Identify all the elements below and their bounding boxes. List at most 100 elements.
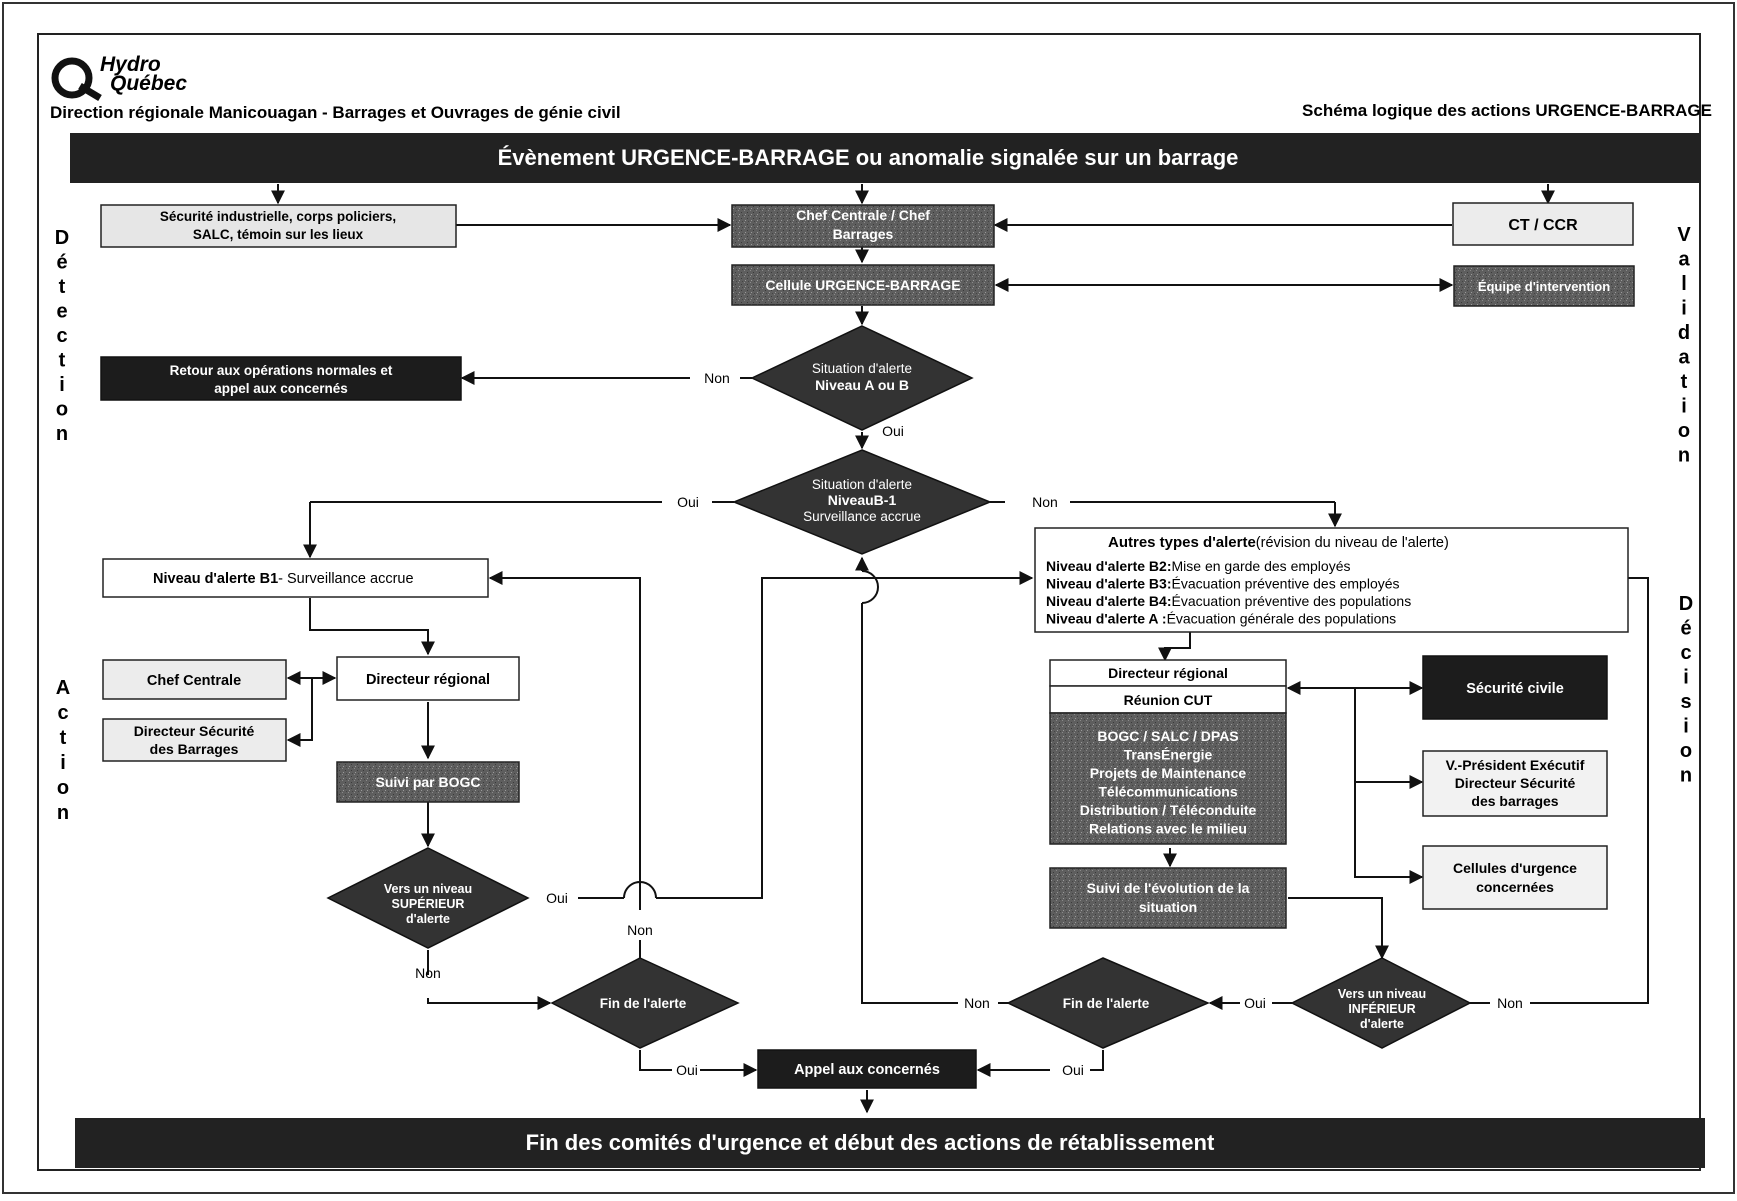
diamond-niveau-b1: Situation d'alerte NiveauB-1 Surveillanc… [732, 449, 992, 555]
svg-text:Chef Centrale: Chef Centrale [147, 673, 241, 689]
svg-text:Suivi par BOGC: Suivi par BOGC [375, 774, 480, 790]
logo-line2: Québec [110, 72, 187, 95]
svg-text:Directeur Sécurité: Directeur Sécurité [1455, 775, 1576, 791]
org-title: Direction régionale Manicouagan - Barrag… [50, 103, 621, 122]
retour-operations-box: Retour aux opérations normales et appel … [100, 356, 462, 401]
svg-text:Niveau d'alerte B1- Surveillan: Niveau d'alerte B1- Surveillance accrue [153, 571, 414, 587]
svg-text:Directeur régional: Directeur régional [366, 672, 490, 688]
label-oui-d1: Oui [882, 423, 904, 439]
label-oui-inf: Oui [1244, 995, 1266, 1011]
doc-title: Schéma logique des actions URGENCE-BARRA… [1302, 101, 1712, 120]
svg-text:Fin de l'alerte: Fin de l'alerte [600, 996, 687, 1011]
svg-text:d'alerte: d'alerte [1360, 1017, 1404, 1031]
directeur-regional-decision-box: Directeur régional [1049, 659, 1287, 687]
edge-labels: Non Oui Oui Non Oui Non Non Oui Non Oui … [415, 370, 1523, 1078]
diamond-vers-superieur: Vers un niveau SUPÉRIEUR d'alerte [326, 847, 530, 949]
suivi-evolution-box: Suivi de l'évolution de la situation [1049, 867, 1287, 929]
svg-text:V.-Président Exécutif: V.-Président Exécutif [1446, 757, 1585, 773]
svg-text:Barrages: Barrages [833, 226, 894, 242]
bogc-line: TransÉnergie [1124, 747, 1213, 763]
hydro-quebec-logo: Hydro Québec [51, 53, 187, 102]
logo-line1: Hydro [100, 53, 161, 76]
label-oui-fin-left: Oui [676, 1062, 698, 1078]
securite-civile-box: Sécurité civile [1422, 655, 1608, 720]
svg-text:Suivi de l'évolution de la: Suivi de l'évolution de la [1087, 880, 1250, 896]
niveau-b1-box: Niveau d'alerte B1- Surveillance accrue [102, 558, 489, 598]
svg-text:des barrages: des barrages [1471, 793, 1558, 809]
bogc-line: Projets de Maintenance [1090, 765, 1247, 781]
chef-centrale-action-box: Chef Centrale [102, 659, 287, 700]
autres-line: Niveau d'alerte B4:Évacuation préventive… [1046, 593, 1411, 609]
diamond-fin-alerte-right: Fin de l'alerte [1006, 957, 1210, 1049]
autres-types-box: Autres types d'alerte(révision du niveau… [1034, 527, 1629, 633]
cellule-urgence-box: Cellule URGENCE-BARRAGE [731, 264, 995, 306]
svg-text:Équipe d'intervention: Équipe d'intervention [1478, 279, 1610, 294]
label-non-inf: Non [1497, 995, 1523, 1011]
label-non-fin-left: Non [627, 922, 653, 938]
vp-box: V.-Président Exécutif Directeur Sécurité… [1422, 750, 1608, 817]
label-non-d1: Non [704, 370, 730, 386]
appel-concernes-box: Appel aux concernés [757, 1049, 977, 1089]
svg-text:Sécurité civile: Sécurité civile [1466, 681, 1564, 697]
svg-text:Niveau A ou B: Niveau A ou B [815, 377, 909, 393]
suivi-bogc-box: Suivi par BOGC [336, 761, 520, 803]
svg-text:SUPÉRIEUR: SUPÉRIEUR [392, 896, 465, 911]
autres-line: Niveau d'alerte A :Évacuation générale d… [1046, 611, 1396, 627]
bogc-line: Relations avec le milieu [1089, 821, 1247, 837]
svg-text:CT / CCR: CT / CCR [1508, 217, 1578, 234]
svg-text:Directeur régional: Directeur régional [1108, 665, 1228, 681]
svg-text:Surveillance accrue: Surveillance accrue [803, 509, 921, 524]
bogc-line: Télécommunications [1098, 784, 1237, 800]
ct-ccr-box: CT / CCR [1452, 202, 1634, 246]
svg-text:Situation d'alerte: Situation d'alerte [812, 361, 912, 376]
svg-text:Cellule URGENCE-BARRAGE: Cellule URGENCE-BARRAGE [765, 277, 960, 293]
witnesses-line2: SALC, témoin sur les lieux [193, 227, 364, 242]
banner-top-text: Évènement URGENCE-BARRAGE ou anomalie si… [498, 145, 1239, 170]
label-non-sup: Non [415, 965, 441, 981]
label-non-d2: Non [1032, 494, 1058, 510]
bogc-line: Distribution / Téléconduite [1080, 802, 1257, 818]
svg-text:d'alerte: d'alerte [406, 912, 450, 926]
svg-text:Appel aux concernés: Appel aux concernés [794, 1062, 940, 1078]
connectors [271, 184, 1649, 1114]
svg-text:situation: situation [1139, 899, 1197, 915]
directeur-regional-box: Directeur régional [336, 656, 520, 701]
svg-text:appel aux concernés: appel aux concernés [214, 381, 348, 396]
svg-text:des Barrages: des Barrages [150, 741, 239, 757]
svg-text:Situation d'alerte: Situation d'alerte [812, 477, 912, 492]
cellules-urgence-box: Cellules d'urgence concernées [1422, 845, 1608, 910]
svg-text:Autres types d'alerte(révision: Autres types d'alerte(révision du niveau… [1108, 534, 1449, 551]
reunion-cut-box: Réunion CUT [1049, 685, 1287, 714]
label-oui-sup: Oui [546, 890, 568, 906]
label-oui-fin-right: Oui [1062, 1062, 1084, 1078]
banner-top [70, 133, 1700, 183]
bogc-line: BOGC / SALC / DPAS [1097, 728, 1238, 744]
svg-text:Cellules d'urgence: Cellules d'urgence [1453, 860, 1577, 876]
svg-text:Retour aux opérations normales: Retour aux opérations normales et [170, 363, 393, 378]
equipe-intervention-box: Équipe d'intervention [1453, 265, 1635, 307]
svg-text:Vers un niveau: Vers un niveau [1338, 987, 1426, 1001]
banner-bottom [75, 1118, 1705, 1168]
label-oui-d2: Oui [677, 494, 699, 510]
diamond-niveau-a-b: Situation d'alerte Niveau A ou B [750, 325, 974, 431]
svg-text:Directeur Sécurité: Directeur Sécurité [134, 723, 255, 739]
svg-text:Chef Centrale / Chef: Chef Centrale / Chef [796, 207, 930, 223]
autres-line: Niveau d'alerte B2:Mise en garde des emp… [1046, 558, 1351, 574]
svg-text:NiveauB-1: NiveauB-1 [828, 492, 897, 508]
svg-text:Vers un niveau: Vers un niveau [384, 882, 472, 896]
inner-frame [37, 33, 1701, 1171]
diamond-vers-inferieur: Vers un niveau INFÉRIEUR d'alerte [1290, 957, 1472, 1049]
diamond-fin-alerte-left: Fin de l'alerte [550, 957, 740, 1049]
svg-text:Réunion CUT: Réunion CUT [1124, 692, 1213, 708]
